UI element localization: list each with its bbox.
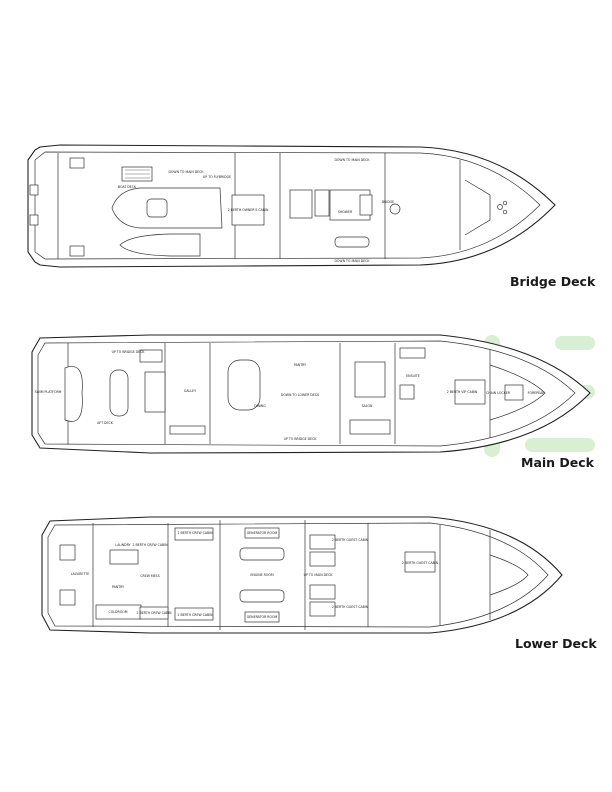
label-forepeak: FOREPEAK [528,391,546,395]
engine-port [239,547,285,561]
label-generator-room-1: GENERATOR ROOM [247,531,278,535]
label-down-main-2: DOWN TO MAIN DECK [334,158,370,162]
label-down-main: DOWN TO MAIN DECK [168,170,204,174]
engine-starboard [239,589,285,603]
lower-deck-hull [41,516,563,634]
label-down-lower: DOWN TO LOWER DECK [281,393,320,397]
generator-bottom [244,611,280,623]
label-salon: SALON [362,404,373,408]
label-crew-cabin-2: 2 BERTH CREW CABIN [177,613,213,617]
main-deck-title: Main Deck [521,455,594,470]
label-lazarette: LAZARETTE [71,572,89,576]
generator-top [244,527,280,539]
bridge-deck-title: Bridge Deck [510,274,596,289]
lower-deck-title: Lower Deck [515,636,597,651]
label-crew-mess: CREW MESS [140,574,159,578]
label-pantry-lower: PANTRY [112,585,124,589]
label-guest-cabin-1: 2 BERTH GUEST CABIN [332,538,369,542]
label-crew-cabin-4: 2 BERTH CREW CABIN [136,611,172,615]
label-laundry: LAUNDRY [115,543,130,547]
label-up-main: UP TO MAIN DECK [304,573,334,577]
label-guest-cabin-3: 2 BERTH GUEST CABIN [402,561,439,565]
label-engine-room: ENGINE ROOM [250,573,273,577]
label-galley: GALLEY [184,389,196,393]
label-up-bridge: UP TO BRIDGE DECK [112,350,146,354]
label-guest-cabin-2: 2 BERTH GUEST CABIN [332,605,369,609]
lower-deck-plan: LAZARETTE LAUNDRY CREW MESS 2 BERTH CREW… [41,516,563,634]
label-crew-cabin-1: 2 BERTH CREW CABIN [177,531,213,535]
label-down-main-3: DOWN TO MAIN DECK [334,259,370,263]
label-aft-deck: AFT DECK [97,421,114,425]
vip-bed [454,379,486,405]
label-generator-room-2: GENERATOR ROOM [247,615,278,619]
label-shower: SHOWER [338,210,353,214]
label-crew-cabin-3: 2 BERTH CREW CABIN [132,543,168,547]
label-bridge: BRIDGE [382,200,394,204]
label-swim-platform: SWIM PLATFORM [35,390,62,394]
label-owners-cabin: 2 BERTH OWNER'S CABIN [228,208,269,212]
label-vip-cabin: 2 BERTH VIP CABIN [447,390,478,394]
label-up-flybridge: UP TO FLYBRIDGE [203,175,231,179]
dining-table [227,359,261,411]
main-deck-plan: SWIM PLATFORM AFT DECK UP TO BRIDGE DECK… [31,334,595,457]
label-up-bridge-2: UP TO BRIDGE DECK [284,437,318,441]
highlight-pill-top [555,336,595,350]
aft-deck-table [109,369,129,417]
label-dining: DINING [254,404,266,408]
label-ensuite: ENSUITE [406,374,420,378]
label-chain-locker: CHAIN LOCKER [486,391,511,395]
label-pantry: PANTRY [294,363,306,367]
highlight-pill-bottom [525,438,595,452]
bridge-deck-plan: BOAT DECK DOWN TO MAIN DECK UP TO FLYBRI… [27,144,556,268]
main-deck-hull [31,334,591,454]
label-coldroom: COLDROOM [109,610,128,614]
label-boat-deck: BOAT DECK [118,185,137,189]
